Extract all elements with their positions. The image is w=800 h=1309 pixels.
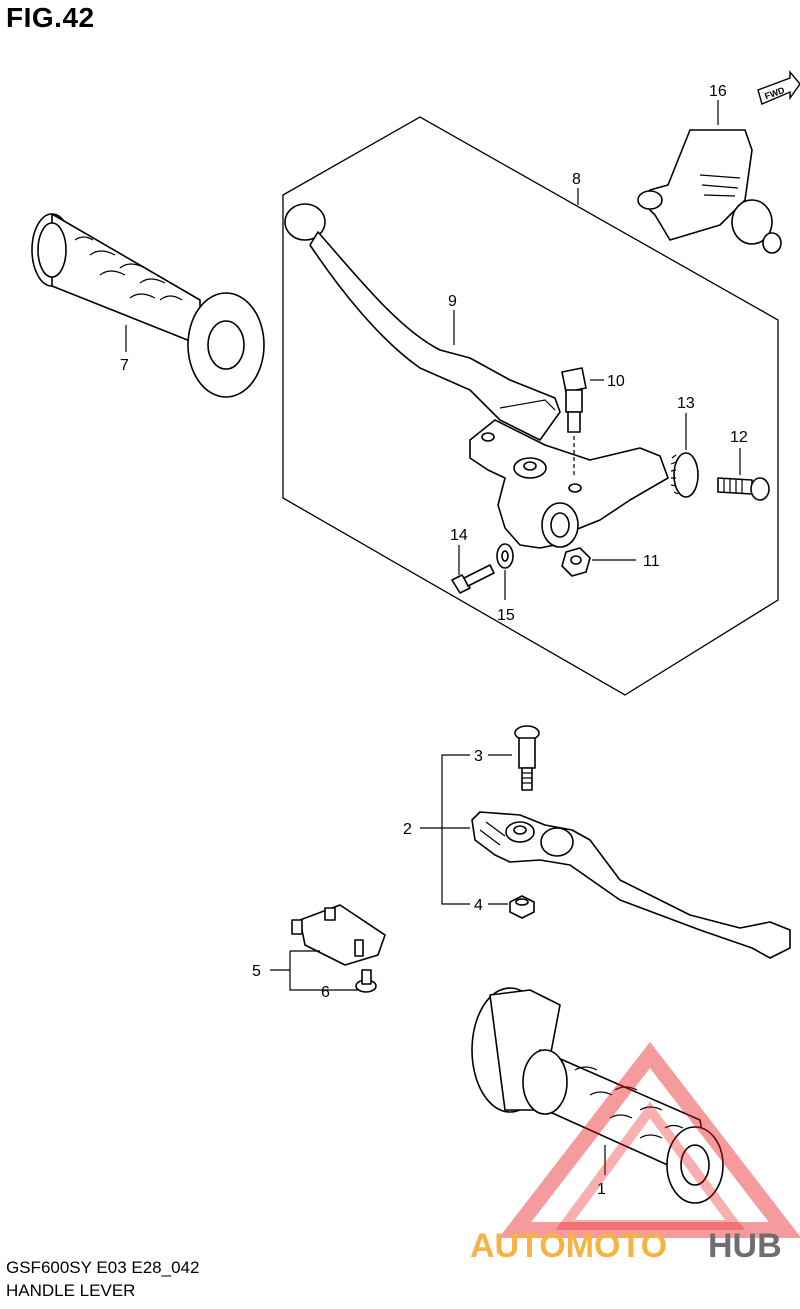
callout-1: 1 [597,1181,606,1198]
callout-16: 16 [709,83,727,100]
callout-14: 14 [450,527,468,544]
brake-pivot-bolt [514,725,540,791]
lock-nut [561,547,591,577]
washer [496,543,514,569]
adjuster-wheel [670,452,699,498]
pivot-bolt [561,367,587,478]
lever-cover [637,129,782,254]
watermark-triangle-icon [498,1041,800,1238]
watermark-text-secondary: HUB [708,1227,782,1265]
callout-13: 13 [677,395,695,412]
grip-left [31,213,265,398]
brake-switch [291,904,386,966]
clutch-lever [284,203,561,441]
fwd-arrow: FWD [757,70,800,105]
callout-3: 3 [474,748,483,765]
callout-4: 4 [474,897,483,914]
callout-7: 7 [120,357,129,374]
watermark: AUTOMOTO HUB [470,1041,800,1265]
callout-15: 15 [497,607,515,624]
model-code: GSF600SY E03 E28_042 [6,1258,200,1277]
callout-6: 6 [321,984,330,1001]
switch-screw [355,969,377,993]
callout-2: 2 [403,821,412,838]
lever-holder [469,419,669,549]
brake-nut [509,895,535,919]
holder-screw [451,564,495,594]
callout-9: 9 [448,293,457,310]
callout-10: 10 [607,373,625,390]
callout-12: 12 [730,429,748,446]
brake-lever [471,811,791,959]
assembly-box-outline [282,116,779,696]
figure-title: FIG.42 [6,2,95,33]
callout-11: 11 [643,553,660,570]
watermark-text-primary: AUTOMOTO [470,1227,667,1265]
callout-5: 5 [252,963,261,980]
grip-right [471,987,724,1204]
figure-name: HANDLE LEVER [6,1281,136,1300]
callout-8: 8 [572,171,581,188]
adjuster-screw [717,477,770,501]
